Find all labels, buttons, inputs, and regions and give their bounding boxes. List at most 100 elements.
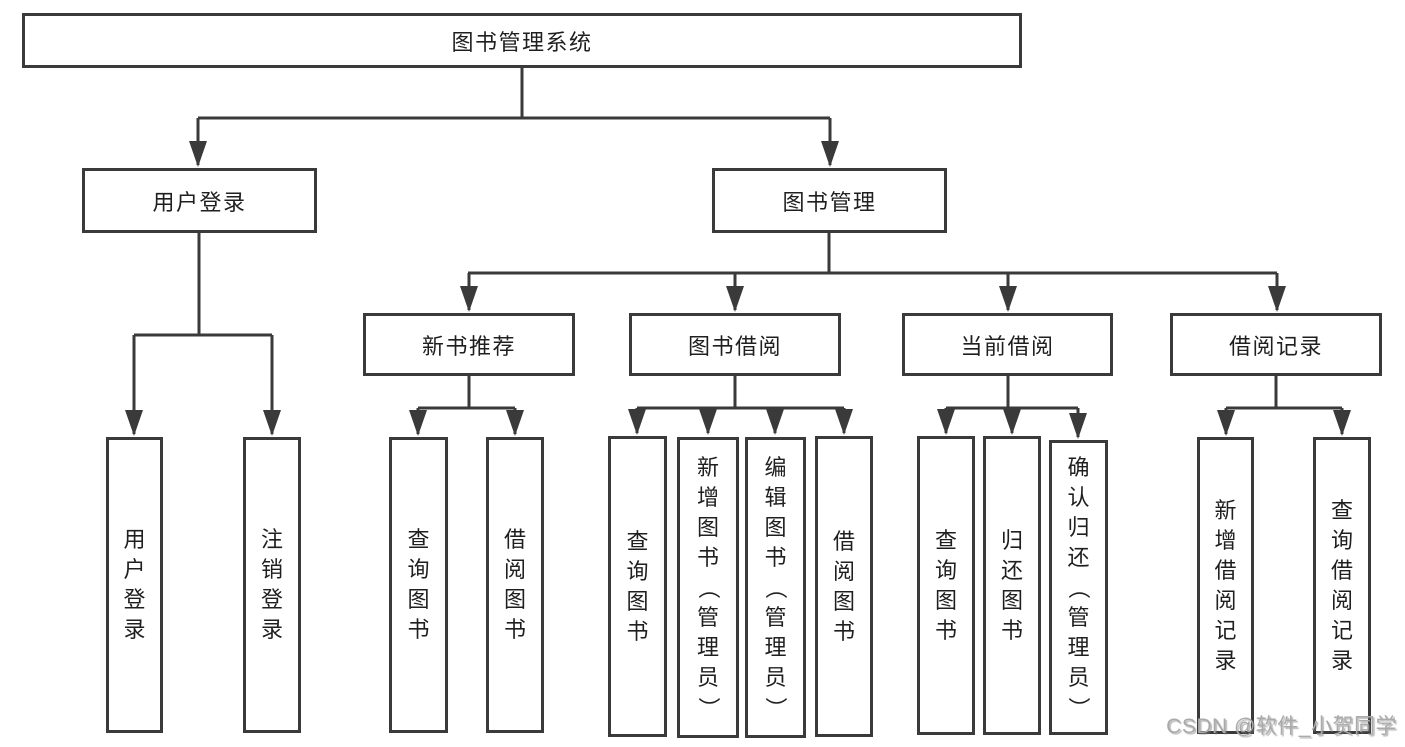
node-char: 询 — [934, 557, 957, 583]
node-char: 录 — [1330, 647, 1353, 673]
node-cb-confirm: 确认归还（管理员） — [1049, 440, 1108, 735]
node-char: 图 — [832, 588, 855, 614]
watermark-text: CSDN @软件_小贺同学 — [1166, 715, 1397, 738]
node-logout: 注销登录 — [243, 437, 301, 733]
node-user-login: 用户登录 — [82, 168, 317, 233]
node-char: 书 — [1000, 617, 1023, 643]
node-char: 询 — [407, 557, 430, 582]
node-char: 员 — [764, 664, 787, 690]
node-char: 书 — [407, 617, 430, 642]
connector-trunks — [134, 68, 1342, 410]
watermark: CSDN @软件_小贺同学 — [1166, 710, 1397, 740]
node-char: 书 — [934, 617, 957, 643]
node-char: 图 — [407, 587, 430, 612]
node-char: （ — [1066, 576, 1092, 599]
node-char: 查 — [934, 527, 957, 553]
node-cb-return: 归还图书 — [983, 436, 1041, 735]
node-char: （ — [695, 576, 721, 599]
node-char: ） — [763, 696, 789, 719]
node-char: 查 — [626, 528, 649, 554]
node-char: 理 — [696, 634, 719, 660]
node-char: 还 — [1067, 544, 1090, 570]
node-char: 阅 — [1330, 587, 1353, 613]
node-label: 图书管理 — [782, 189, 877, 215]
node-char: 书 — [764, 544, 787, 570]
node-char: 归 — [1000, 527, 1023, 553]
node-char: ） — [1066, 696, 1092, 719]
node-char: 图 — [1000, 587, 1023, 613]
node-char: 辑 — [764, 484, 787, 510]
node-label: 用户登录 — [152, 189, 247, 215]
node-char: 书 — [696, 544, 719, 570]
node-char: 户 — [123, 557, 146, 582]
node-char: 借 — [1214, 557, 1237, 583]
node-char: 询 — [626, 558, 649, 584]
node-char: 查 — [407, 527, 430, 552]
node-char: 借 — [503, 527, 526, 552]
node-char: （ — [763, 576, 789, 599]
node-label: 图书借阅 — [687, 333, 782, 359]
node-char: 管 — [764, 604, 787, 630]
connector-arrows — [125, 118, 1351, 439]
node-char: 新 — [1214, 497, 1237, 523]
node-char: 图 — [934, 587, 957, 613]
node-char: 理 — [764, 634, 787, 660]
node-current-borrow: 当前借阅 — [902, 313, 1113, 376]
node-bb-query: 查询图书 — [608, 436, 667, 737]
node-label: 借阅记录 — [1228, 333, 1323, 359]
node-char: 还 — [1000, 557, 1023, 583]
node-char: 记 — [1330, 617, 1353, 643]
node-char: 增 — [696, 484, 719, 510]
node-char: 编 — [764, 454, 787, 480]
node-char: 借 — [1330, 557, 1353, 583]
node-char: 图 — [503, 587, 526, 612]
node-char: 增 — [1214, 527, 1237, 553]
node-char: 借 — [832, 528, 855, 554]
node-new-book-rec: 新书推荐 — [363, 313, 575, 376]
node-char: 录 — [1214, 647, 1237, 673]
node-char: 录 — [123, 617, 146, 642]
node-book-borrow: 图书借阅 — [629, 313, 841, 376]
node-root: 图书管理系统 — [22, 13, 1022, 68]
node-book-mgmt: 图书管理 — [712, 168, 947, 233]
node-bb-add: 新增图书（管理员） — [677, 437, 739, 738]
node-nbr-borrow: 借阅图书 — [486, 437, 544, 733]
node-char: 登 — [123, 587, 146, 612]
node-label: 图书管理系统 — [451, 29, 593, 55]
node-char: 阅 — [832, 558, 855, 584]
node-label: 当前借阅 — [960, 333, 1055, 359]
node-br-add: 新增借阅记录 — [1197, 437, 1254, 734]
node-char: 查 — [1330, 497, 1353, 523]
node-char: 记 — [1214, 617, 1237, 643]
node-char: ） — [695, 696, 721, 719]
node-borrow-record: 借阅记录 — [1170, 313, 1382, 376]
node-char: 销 — [260, 557, 283, 582]
node-bb-edit: 编辑图书 （ 管理员 ） — [745, 437, 806, 738]
node-char: 员 — [696, 664, 719, 690]
node-cb-query: 查询图书 — [917, 436, 975, 735]
node-bb-borrow: 借阅图书 — [815, 436, 873, 737]
node-char: 书 — [626, 618, 649, 644]
node-char: 书 — [832, 618, 855, 644]
node-char: 图 — [764, 514, 787, 540]
node-char: 阅 — [503, 557, 526, 582]
node-char: 用 — [123, 527, 146, 552]
node-char: 认 — [1067, 484, 1090, 510]
node-char: 管 — [1067, 604, 1090, 630]
node-br-query: 查询借阅记录 — [1313, 437, 1371, 734]
node-label: 新书推荐 — [421, 333, 516, 359]
node-char: 阅 — [1214, 587, 1237, 613]
node-nbr-query: 查询图书 — [389, 437, 448, 733]
node-char: 图 — [696, 514, 719, 540]
node-char: 书 — [503, 617, 526, 642]
node-char: 询 — [1330, 527, 1353, 553]
node-login: 用户登录 — [106, 437, 163, 733]
node-char: 图 — [626, 588, 649, 614]
node-char: 归 — [1067, 514, 1090, 540]
node-char: 注 — [260, 527, 283, 552]
node-char: 确 — [1067, 454, 1090, 480]
node-char: 录 — [260, 617, 283, 642]
